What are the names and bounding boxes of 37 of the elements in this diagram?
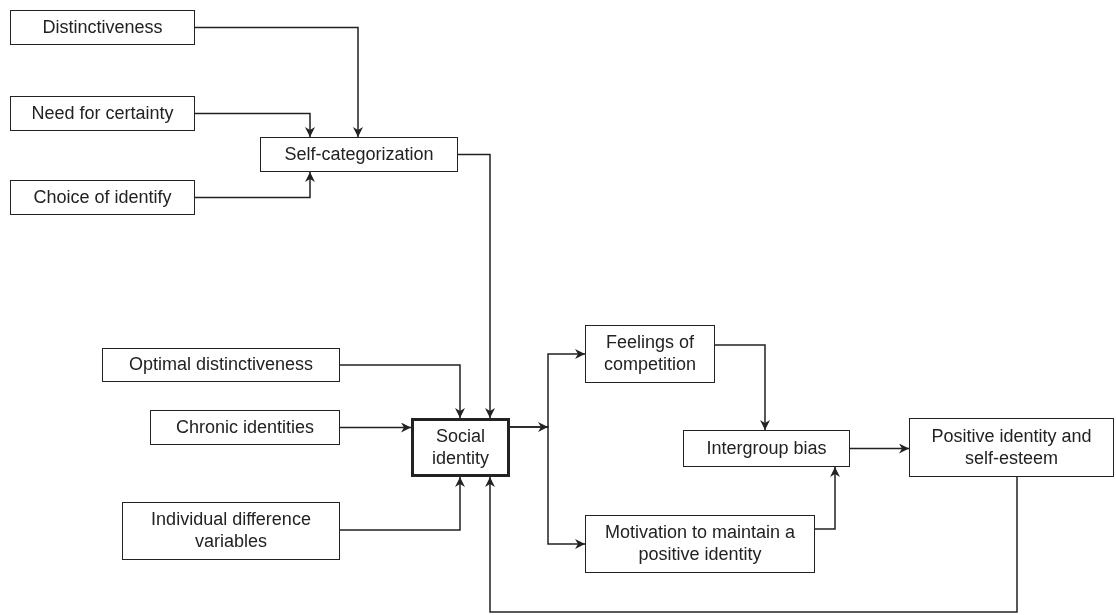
process-box bbox=[585, 325, 715, 383]
process-box bbox=[585, 515, 815, 573]
box-label: Choice of identify bbox=[33, 186, 172, 209]
process-box bbox=[683, 430, 850, 467]
process-box bbox=[10, 10, 195, 45]
box-label: Social identity bbox=[430, 425, 490, 470]
box-label: Motivation to maintain a positive identity bbox=[603, 522, 797, 566]
box-label: Intergroup bias bbox=[706, 437, 827, 460]
box-label: Optimal distinctiveness bbox=[128, 354, 314, 376]
arrow bbox=[849, 443, 910, 454]
arrow bbox=[714, 344, 770, 431]
box-label: Self-categorization bbox=[284, 143, 434, 166]
box-label: Individual difference variables bbox=[150, 509, 312, 553]
box-label: Distinctiveness bbox=[42, 16, 163, 39]
process-box bbox=[411, 418, 510, 477]
process-box bbox=[150, 410, 340, 445]
arrow bbox=[339, 364, 465, 419]
process-box bbox=[260, 137, 458, 172]
box-label: Positive identity and self-esteem bbox=[930, 425, 1093, 470]
arrow bbox=[339, 422, 412, 433]
arrow bbox=[814, 466, 840, 530]
process-box bbox=[102, 348, 340, 382]
arrow bbox=[509, 426, 586, 549]
arrow bbox=[339, 476, 465, 531]
process-box bbox=[909, 418, 1114, 477]
process-box bbox=[10, 96, 195, 131]
arrowhead bbox=[538, 422, 548, 432]
box-label: Chronic identities bbox=[175, 416, 315, 439]
box-label: Need for certainty bbox=[31, 102, 174, 125]
process-box bbox=[122, 502, 340, 560]
process-box bbox=[10, 180, 195, 215]
arrow bbox=[194, 26, 363, 138]
arrow bbox=[194, 112, 315, 138]
arrow bbox=[457, 153, 495, 419]
arrow bbox=[485, 476, 1018, 613]
box-label: Feelings of competition bbox=[602, 332, 698, 376]
arrow bbox=[194, 171, 315, 199]
